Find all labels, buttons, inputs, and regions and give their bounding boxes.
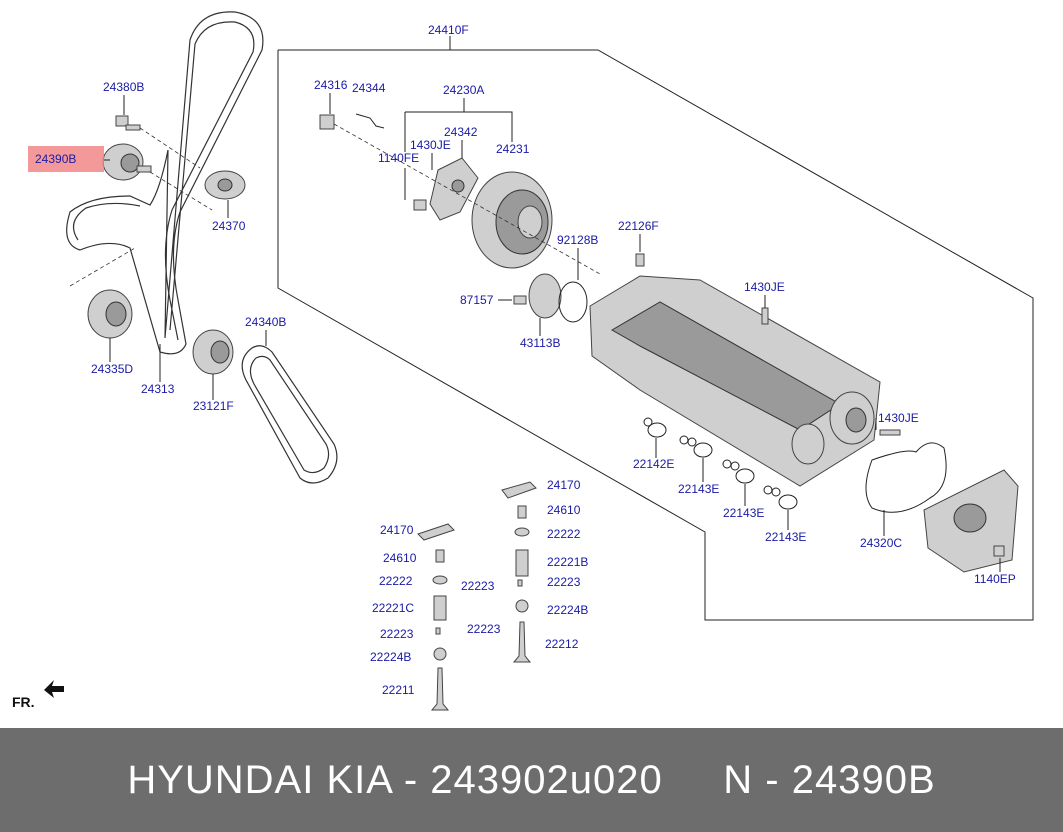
label-1430JE-c: 1430JE [878, 411, 919, 425]
assembly-boundary [277, 49, 1034, 621]
label-22224B-a: 22224B [547, 603, 588, 617]
crank-sprocket-24335D [87, 289, 133, 339]
label-22221C: 22221C [372, 601, 414, 615]
footer-text: HYUNDAI KIA - 243902u020 N - 24390B [127, 757, 936, 802]
label-24390B: 24390B [35, 152, 76, 166]
label-24342: 24342 [444, 125, 478, 139]
label-22223-c: 22223 [380, 627, 414, 641]
belt-24340B [241, 345, 338, 484]
cylinder-head [589, 275, 881, 487]
label-24170-a: 24170 [547, 478, 581, 492]
label-1140EP: 1140EP [974, 572, 1016, 586]
key-22223-c [435, 627, 441, 635]
plug-87157 [513, 295, 527, 305]
spring-22221B [515, 549, 529, 577]
front-arrow-icon [44, 680, 64, 698]
bolt-1140EP [993, 545, 1005, 557]
label-24610-b: 24610 [383, 551, 417, 565]
pin-1430JE-b [879, 429, 901, 436]
idler-pulley-24390B [102, 143, 152, 181]
label-24344: 24344 [352, 81, 386, 95]
label-24320C: 24320C [860, 536, 902, 550]
label-22211: 22211 [382, 683, 415, 697]
adjuster-24610-b [435, 549, 445, 563]
seal-22224B-a [515, 599, 529, 613]
label-24231: 24231 [496, 142, 530, 156]
label-22126F: 22126F [618, 219, 659, 233]
pin-1430JE [761, 307, 769, 325]
label-24335D: 24335D [91, 362, 133, 376]
sprocket-23121F [192, 329, 234, 375]
seal-22143E-b [722, 459, 755, 484]
pin-22126F [635, 253, 645, 267]
label-24316: 24316 [314, 78, 348, 92]
spring-22221C [433, 595, 447, 621]
label-1140FE: 1140FE [378, 151, 419, 165]
label-24313: 24313 [141, 382, 175, 396]
label-22223-a: 22223 [461, 579, 495, 593]
label-87157: 87157 [460, 293, 494, 307]
label-22223-d: 22223 [467, 622, 501, 636]
label-22222-b: 22222 [379, 574, 413, 588]
label-22142E: 22142E [633, 457, 674, 471]
seal-22143E-a [679, 435, 713, 458]
bolt-24316 [319, 114, 335, 130]
label-22143E-b: 22143E [723, 506, 764, 520]
label-24370: 24370 [212, 219, 246, 233]
tensioner-24370 [204, 170, 246, 200]
label-24380B: 24380B [103, 80, 144, 94]
bolt-1140FE [413, 199, 427, 211]
valve-22212 [512, 621, 532, 663]
retainer-22222-a [514, 527, 530, 537]
label-22221B: 22221B [547, 555, 588, 569]
seal-22143E-c [763, 485, 798, 510]
cam-gear-24231 [471, 171, 553, 269]
parts-diagram: 24410F 24380B 24390B 24370 24335D 24313 … [12, 11, 1034, 711]
label-1430JE-b: 1430JE [744, 280, 785, 294]
label-24410F: 24410F [428, 23, 469, 37]
label-92128B: 92128B [557, 233, 598, 247]
label-22223-b: 22223 [547, 575, 581, 589]
label-22143E-c: 22143E [765, 530, 806, 544]
o-ring-92128B [558, 281, 588, 323]
label-22222-a: 22222 [547, 527, 581, 541]
adjuster-24610-a [517, 505, 527, 519]
bracket-24342 [429, 157, 479, 221]
label-22143E-a: 22143E [678, 482, 719, 496]
label-24230A: 24230A [443, 83, 484, 97]
label-43113B: 43113B [520, 336, 560, 350]
footer-part-number-bar: HYUNDAI KIA - 243902u020 N - 24390B [0, 728, 1063, 832]
retainer-22222-b [432, 575, 448, 585]
key-22223-a [517, 579, 523, 587]
label-1430JE-a: 1430JE [410, 138, 451, 152]
label-24340B: 24340B [245, 315, 286, 329]
highlight-box [28, 146, 104, 172]
gasket-24320C [865, 442, 947, 513]
label-23121F: 23121F [193, 399, 234, 413]
seal-22142E [643, 417, 667, 438]
label-22224B-b: 22224B [370, 650, 411, 664]
label-24610-a: 24610 [547, 503, 581, 517]
seal-22224B-b [433, 647, 447, 661]
rocker-24170-b [417, 523, 455, 541]
label-24170-b: 24170 [380, 523, 414, 537]
rocker-24170-a [501, 481, 537, 499]
cover-43113B [528, 273, 562, 319]
bolt-24380B [115, 115, 141, 131]
rear-cover [923, 469, 1019, 573]
front-direction-label: FR. [12, 694, 35, 710]
pin-24344 [355, 113, 385, 129]
valve-22211 [430, 667, 450, 711]
label-22212: 22212 [545, 637, 579, 651]
